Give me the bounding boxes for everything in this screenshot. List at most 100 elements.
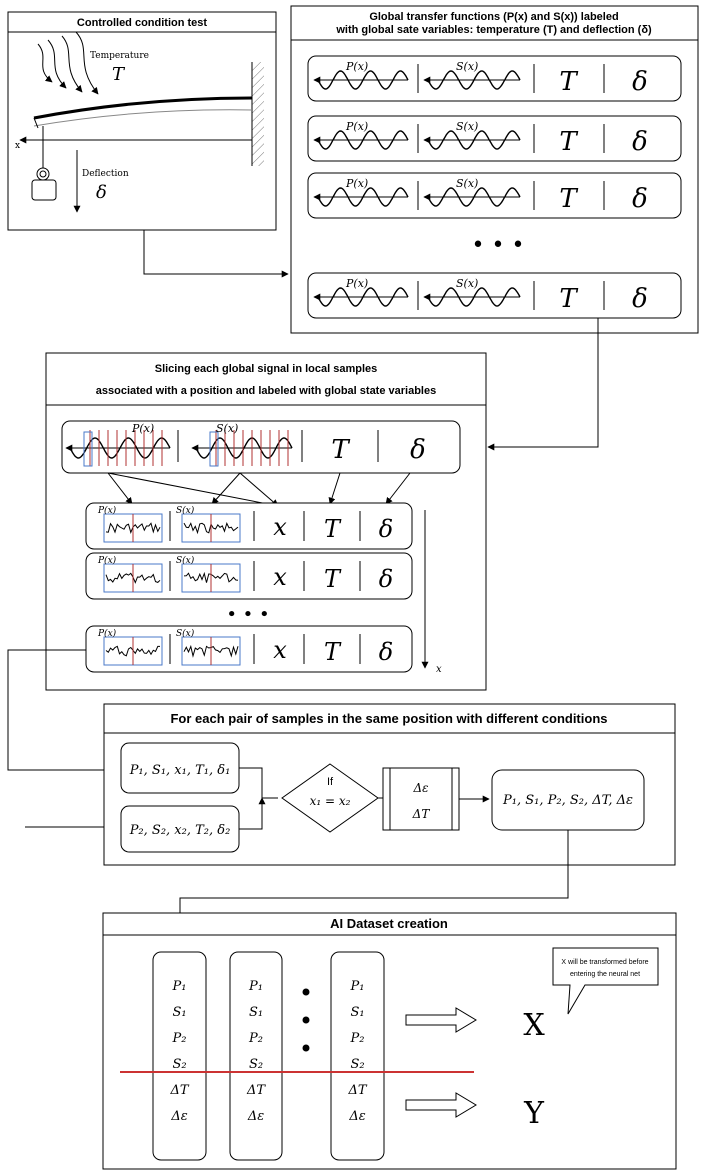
delta-symbol: δ bbox=[632, 67, 648, 97]
s-label: S(x) bbox=[456, 120, 478, 133]
callout-line2: entering the neural net bbox=[570, 971, 640, 978]
panel-title-line2: associated with a position and labeled w… bbox=[96, 385, 436, 397]
deflected-beam bbox=[33, 109, 253, 127]
callout-line1: X will be transformed before bbox=[561, 959, 648, 966]
t-symbol: T bbox=[559, 284, 578, 314]
s-label: S(x) bbox=[456, 277, 478, 290]
t-symbol: T bbox=[559, 127, 578, 157]
column-item: P₂ bbox=[350, 1031, 365, 1046]
panel-title-line1: Global transfer functions (P(x) and S(x)… bbox=[369, 11, 618, 23]
y-output-label: Y bbox=[523, 1096, 545, 1131]
column-item: Δε bbox=[348, 1109, 365, 1124]
x-axis-label: x bbox=[15, 141, 20, 151]
ellipsis-dot bbox=[302, 1016, 310, 1024]
column-item: P₂ bbox=[172, 1031, 187, 1046]
p-label: P(x) bbox=[345, 120, 368, 133]
t-symbol: T bbox=[324, 565, 342, 593]
s-label: S(x) bbox=[216, 422, 238, 435]
ellipsis: • • • bbox=[226, 604, 269, 625]
column-item: S₂ bbox=[249, 1057, 263, 1072]
x-output-label: X bbox=[523, 1008, 545, 1043]
heat-arrow bbox=[61, 35, 83, 93]
column-item: P₁ bbox=[350, 979, 365, 994]
s-label: S(x) bbox=[176, 505, 195, 516]
result: P₁, S₁, P₂, S₂, ΔT, Δε bbox=[502, 793, 633, 808]
condition-diamond bbox=[281, 763, 379, 833]
callout-bubble bbox=[552, 947, 659, 1015]
x-symbol: x bbox=[273, 513, 287, 541]
p-label: P(x) bbox=[345, 277, 368, 290]
sample-2: P₂, S₂, x₂, T₂, δ₂ bbox=[129, 823, 231, 838]
connector-arrow bbox=[7, 649, 119, 774]
ellipsis-dot bbox=[302, 1044, 310, 1052]
column-item: S₁ bbox=[172, 1005, 186, 1020]
t-symbol: T bbox=[559, 67, 578, 97]
panel-controlled-test: Controlled condition test Temperature T … bbox=[7, 11, 277, 231]
delta-symbol: δ bbox=[632, 127, 648, 157]
panel-title-line2: with global sate variables: temperature … bbox=[335, 24, 652, 36]
s-label: S(x) bbox=[456, 60, 478, 73]
delta-symbol: δ bbox=[379, 638, 393, 666]
arrow-to-x bbox=[405, 1007, 477, 1033]
weight bbox=[31, 179, 57, 201]
t-symbol: T bbox=[559, 184, 578, 214]
delta-symbol: δ bbox=[379, 515, 393, 543]
if-label: If bbox=[327, 776, 334, 788]
temperature-symbol: T bbox=[112, 64, 126, 85]
column-item: S₂ bbox=[172, 1057, 186, 1072]
column-item: Δε bbox=[247, 1109, 264, 1124]
sample-window bbox=[83, 431, 93, 467]
delta-symbol: δ bbox=[410, 435, 426, 465]
s-label: S(x) bbox=[176, 555, 195, 566]
t-symbol: T bbox=[324, 515, 342, 543]
heat-arrow bbox=[75, 31, 99, 95]
x-symbol: x bbox=[273, 563, 287, 591]
delta-symbol: δ bbox=[632, 284, 648, 314]
column-item: S₁ bbox=[249, 1005, 263, 1020]
dataset-column: P₁ S₁ P₂ S₂ ΔT Δε bbox=[152, 951, 207, 1161]
arrow-to-y bbox=[405, 1092, 477, 1118]
heat-arrow bbox=[37, 43, 53, 83]
panel-dataset: AI Dataset creation P₁ S₁ P₂ S₂ ΔT Δε P₁ S₁ P₂ S₂… bbox=[102, 912, 677, 1170]
ellipsis-dot bbox=[302, 988, 310, 996]
t-symbol: T bbox=[324, 638, 342, 666]
s-label: S(x) bbox=[176, 628, 195, 639]
panel-pairing: For each pair of samples in the same pos… bbox=[103, 703, 676, 866]
sample-1: P₁, S₁, x₁, T₁, δ₁ bbox=[129, 763, 231, 778]
temperature-label: Temperature bbox=[90, 51, 149, 61]
column-item: Δε bbox=[170, 1109, 187, 1124]
p-label: P(x) bbox=[97, 555, 117, 566]
delta-epsilon: Δε bbox=[412, 781, 428, 795]
deflection-label: Deflection bbox=[82, 169, 129, 179]
panel-title: For each pair of samples in the same pos… bbox=[170, 711, 607, 726]
column-item: P₁ bbox=[172, 979, 187, 994]
column-item: ΔT bbox=[169, 1083, 189, 1098]
column-item: S₁ bbox=[350, 1005, 364, 1020]
p-label: P(x) bbox=[131, 422, 154, 435]
p-label: P(x) bbox=[345, 60, 368, 73]
s-label: S(x) bbox=[456, 177, 478, 190]
column-item: P₁ bbox=[248, 979, 263, 994]
panel-title-line1: Slicing each global signal in local samp… bbox=[155, 363, 378, 375]
panel-title: Controlled condition test bbox=[77, 17, 207, 29]
t-symbol: T bbox=[331, 435, 350, 465]
column-item: P₂ bbox=[248, 1031, 263, 1046]
x-symbol: x bbox=[273, 636, 287, 664]
beam bbox=[33, 96, 253, 120]
panel-title: AI Dataset creation bbox=[330, 916, 448, 931]
delta-t: ΔT bbox=[412, 807, 431, 821]
connector-arrow bbox=[143, 230, 289, 278]
heat-arrow bbox=[47, 39, 67, 89]
deflection-symbol: δ bbox=[96, 182, 107, 203]
column-item: ΔT bbox=[246, 1083, 266, 1098]
column-item: S₂ bbox=[350, 1057, 364, 1072]
